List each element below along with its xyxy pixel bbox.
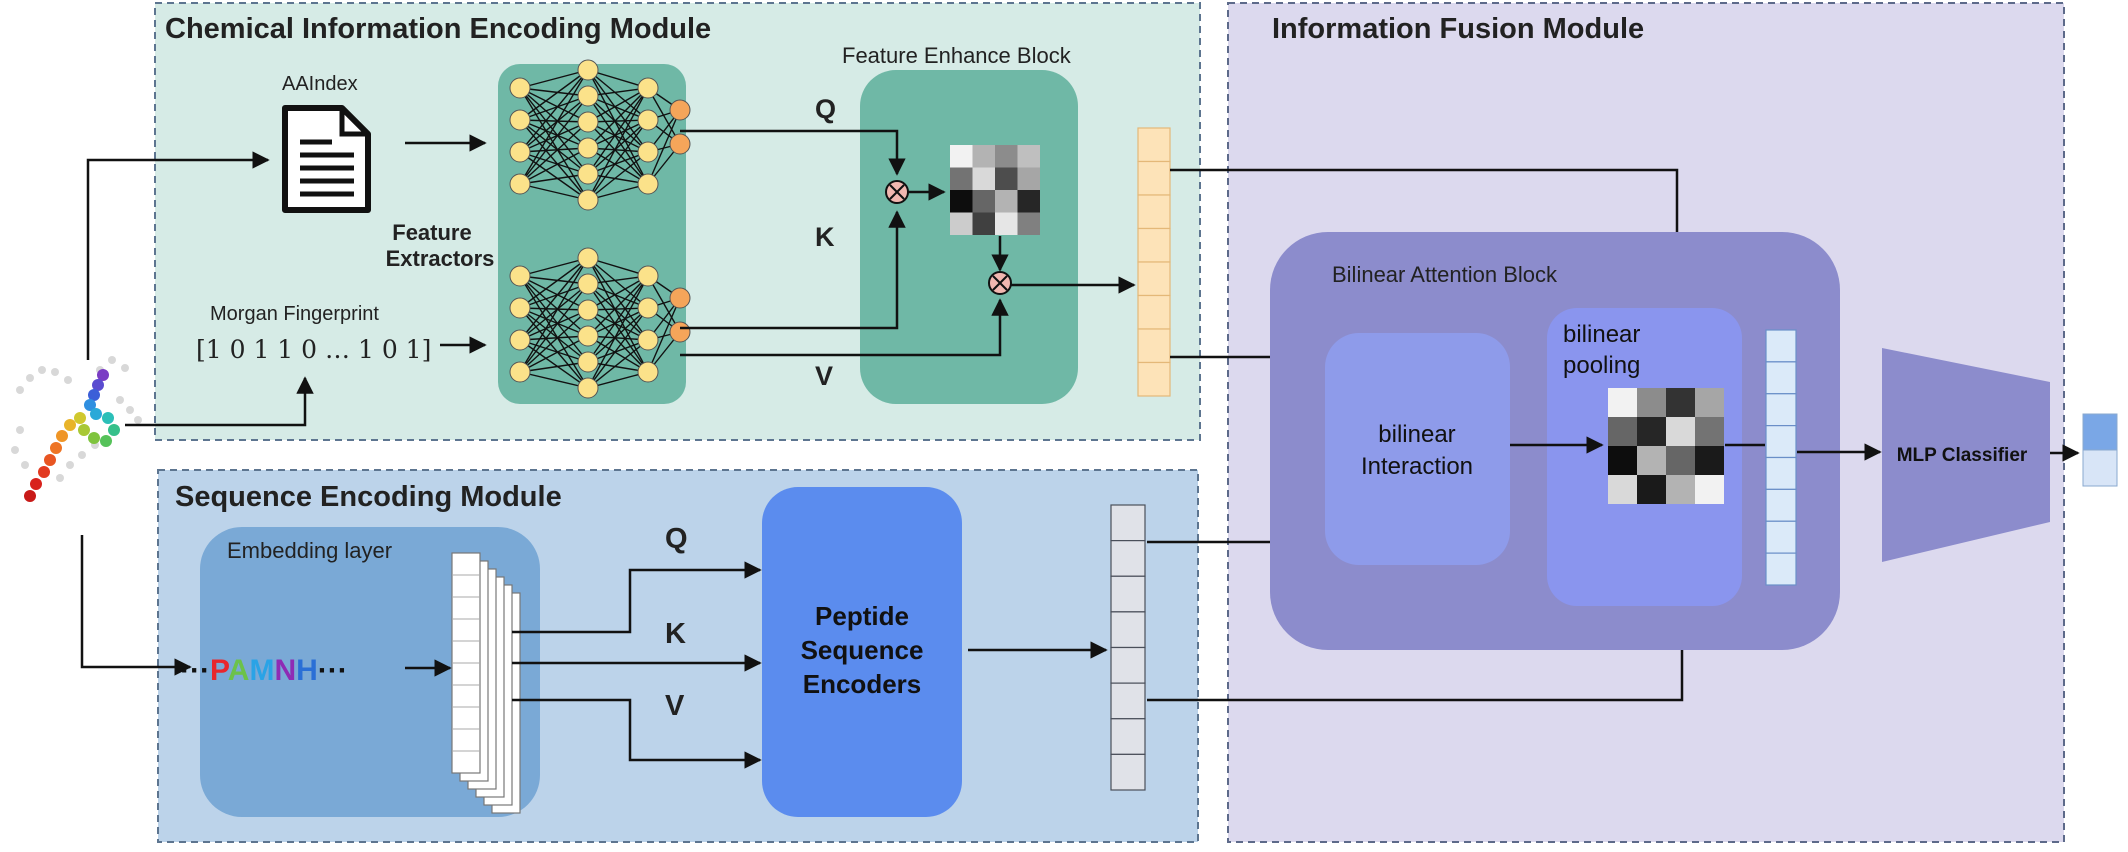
pooling-label-1: bilinear — [1563, 321, 1640, 348]
bilinear-interaction-box — [1325, 333, 1510, 565]
encoders-label-1: Peptide — [815, 601, 909, 631]
seq-q-label: Q — [665, 523, 688, 555]
svg-text:···PAMNH···: ···PAMNH··· — [180, 654, 348, 687]
arrow-to-sequence — [80, 535, 192, 676]
dots-left: ··· — [180, 654, 210, 687]
feature-extractors-label-1: Feature — [392, 220, 471, 245]
encoders-label-2: Sequence — [801, 635, 924, 665]
mlp-classifier-label: MLP Classifier — [1897, 445, 2028, 466]
sequence-module-title: Sequence Encoding Module — [175, 481, 562, 513]
letter-a: A — [228, 654, 250, 687]
output-probability-icon — [2082, 413, 2118, 487]
sequence-feature-vector — [1110, 504, 1146, 791]
k-arrow — [680, 210, 906, 330]
attention-map-chem — [950, 145, 1040, 235]
letter-p: P — [210, 654, 229, 687]
chemical-feature-vector — [1137, 127, 1171, 397]
pooling-label-2: pooling — [1563, 352, 1640, 379]
fusion-module-title: Information Fusion Module — [1272, 13, 1644, 45]
fingerprint-vector: [1 0 1 1 0 … 1 0 1] — [196, 335, 431, 364]
bilinear-attention-block-label: Bilinear Attention Block — [1332, 262, 1558, 287]
multiply-icon-v — [988, 271, 1012, 295]
encoders-label-3: Encoders — [803, 669, 922, 699]
multiply-icon-qk — [885, 180, 909, 204]
chem-q-label: Q — [815, 94, 836, 124]
mlp-classifier-shape — [1882, 348, 2050, 562]
feature-extractors-label-2: Extractors — [386, 246, 495, 271]
fused-feature-vector — [1765, 329, 1797, 586]
embedding-stack-icon — [451, 552, 521, 814]
chem-k-label: K — [815, 222, 835, 252]
arrow-to-aaindex — [86, 151, 270, 360]
letter-h: H — [296, 654, 318, 687]
morgan-fingerprint-label: Morgan Fingerprint — [210, 303, 379, 325]
seq-v-label: V — [665, 690, 685, 722]
letter-n: N — [274, 654, 296, 687]
peptide-sequence-text: ···PAMNH··· — [180, 654, 348, 687]
aaindex-label: AAIndex — [282, 73, 358, 95]
attention-map-fusion — [1608, 388, 1724, 504]
peptide-sequence-encoders-box — [762, 487, 962, 817]
seq-q-arrow — [512, 561, 762, 634]
seq-v-arrow — [512, 698, 762, 769]
embedding-layer-label: Embedding layer — [227, 538, 392, 563]
interaction-label-1: bilinear — [1378, 421, 1455, 448]
document-icon — [282, 105, 371, 213]
chem-v-label: V — [815, 361, 833, 391]
arrow-to-fingerprint — [125, 376, 314, 427]
peptide-molecule-icon — [11, 356, 142, 502]
feature-enhance-block-label: Feature Enhance Block — [842, 43, 1072, 68]
interaction-label-2: Interaction — [1361, 453, 1473, 480]
chemical-module-title: Chemical Information Encoding Module — [165, 13, 711, 45]
letter-m: M — [249, 654, 274, 687]
q-arrow — [680, 129, 906, 176]
neural-network-top-icon — [509, 59, 691, 211]
dots-right: ··· — [318, 654, 348, 687]
v-arrow — [680, 298, 1009, 357]
seq-k-label: K — [665, 618, 686, 650]
neural-network-bottom-icon — [509, 247, 691, 399]
